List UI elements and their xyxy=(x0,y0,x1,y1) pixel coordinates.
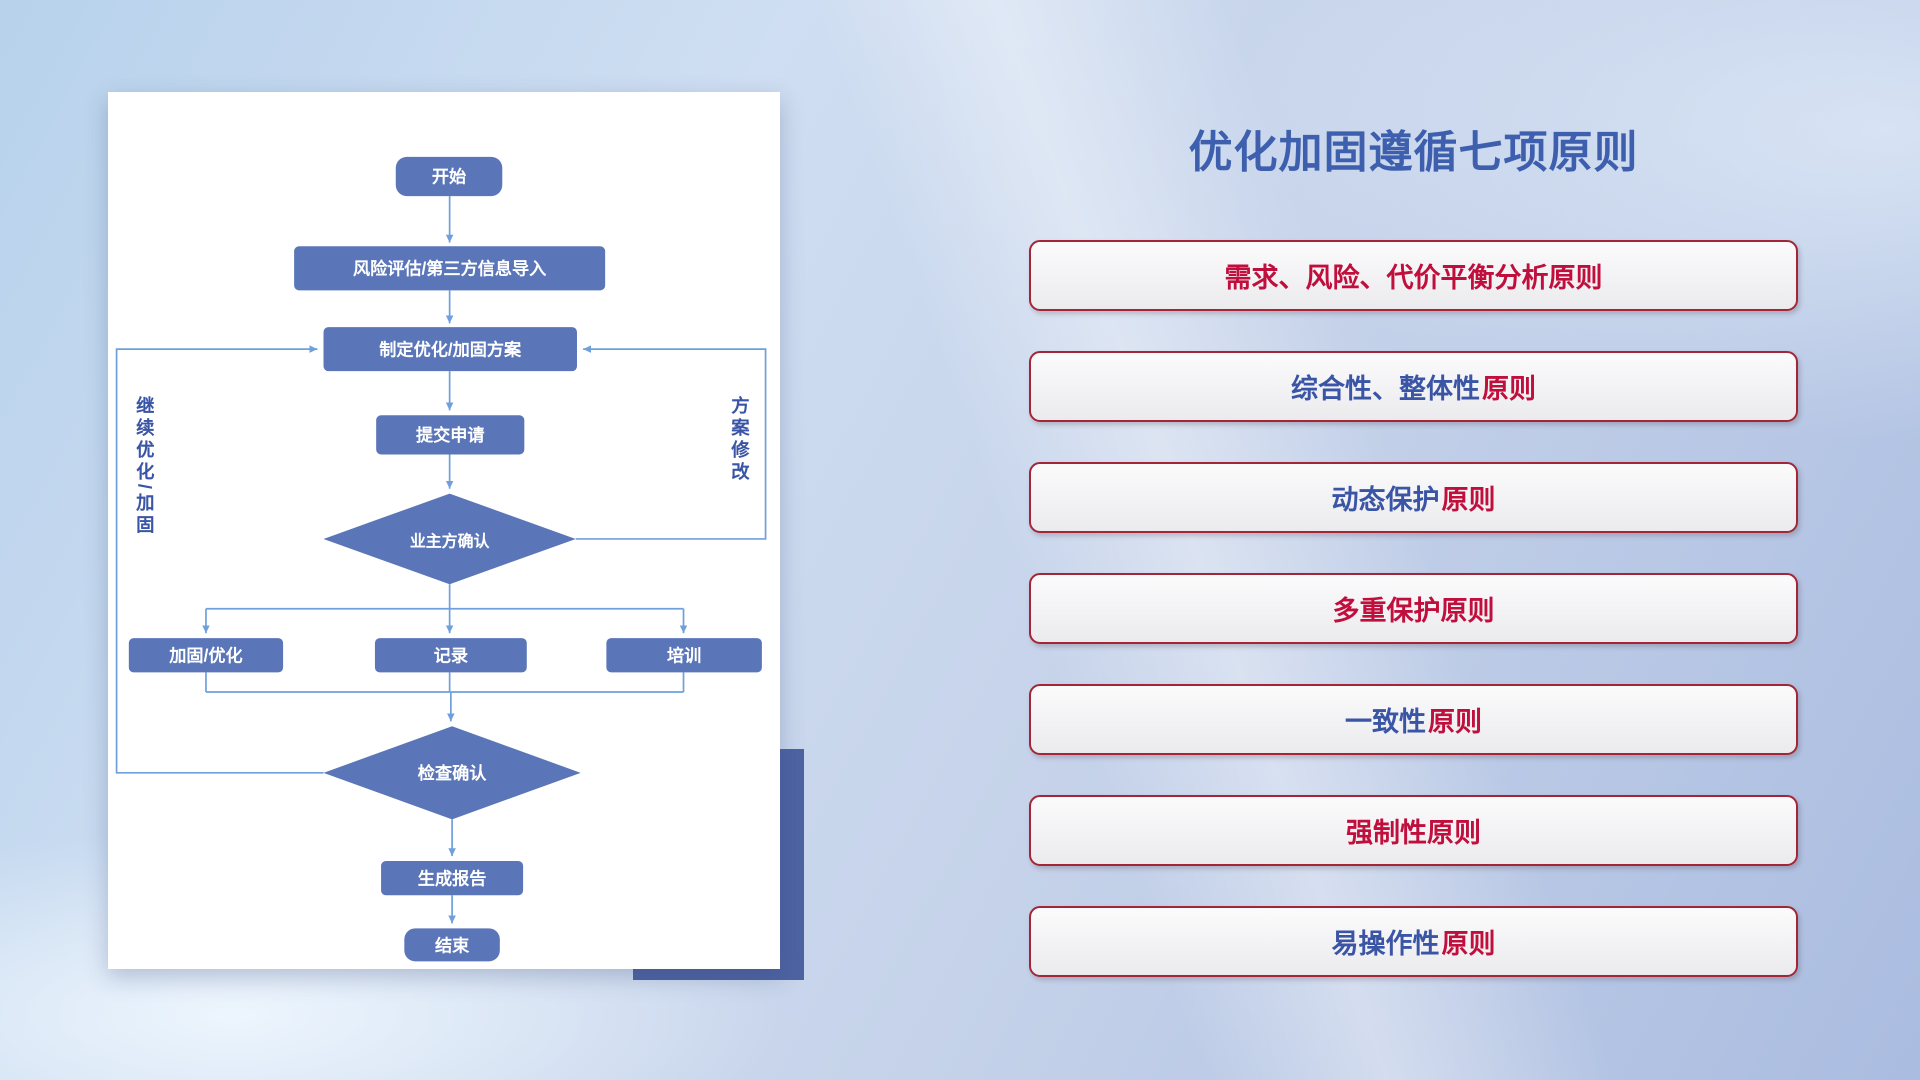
principle-item: 多重保护原则 xyxy=(1029,573,1798,644)
flowchart: 开始 风险评估/第三方信息导入 制定优化/加固方案 提交申请 业主方确认 加固/… xyxy=(108,92,780,969)
principle-text-part: 原则 xyxy=(1428,707,1482,737)
flow-node-record: 记录 xyxy=(374,638,527,673)
page-title: 优化加固遵循七项原则 xyxy=(1188,128,1639,177)
principle-text-part: 原则 xyxy=(1441,485,1496,515)
principle-item: 需求、风险、代价平衡分析原则 xyxy=(1029,240,1798,311)
principle-text-part: 综合性、整体性 xyxy=(1291,374,1480,404)
plan-modify-loop-line xyxy=(575,345,767,540)
decision-diamond-owner-confirm xyxy=(323,493,576,585)
flowchart-card: 开始 风险评估/第三方信息导入 制定优化/加固方案 提交申请 业主方确认 加固/… xyxy=(108,92,780,969)
principle-item: 易操作性原则 xyxy=(1029,906,1798,977)
flow-node-check-confirm-label: 检查确认 xyxy=(417,763,487,783)
branch-split-lines xyxy=(205,584,685,693)
flow-node-report: 生成报告 xyxy=(381,860,524,896)
flow-connectors-svg xyxy=(115,196,767,924)
principle-item: 动态保护原则 xyxy=(1029,462,1798,533)
flow-node-harden: 加固/优化 xyxy=(128,638,284,673)
principle-text-part: 原则 xyxy=(1441,929,1496,959)
principle-item: 一致性原则 xyxy=(1029,684,1798,755)
principle-text-part: 多重保护原则 xyxy=(1332,596,1495,626)
principle-text-part: 一致性 xyxy=(1345,707,1426,737)
continue-optimize-loop-label: 继续优化/加固 xyxy=(133,395,155,537)
principle-item: 强制性原则 xyxy=(1029,795,1798,866)
flow-node-start: 开始 xyxy=(395,156,503,197)
continue-optimize-loop-line xyxy=(115,345,324,774)
flow-node-risk-import: 风险评估/第三方信息导入 xyxy=(294,246,606,291)
principle-text-part: 强制性原则 xyxy=(1346,818,1481,848)
flow-node-training: 培训 xyxy=(606,638,762,673)
flow-node-end: 结束 xyxy=(404,928,500,962)
principle-item: 综合性、整体性原则 xyxy=(1029,351,1798,422)
flow-node-make-plan: 制定优化/加固方案 xyxy=(323,327,577,372)
principles-list: 需求、风险、代价平衡分析原则综合性、整体性原则动态保护原则多重保护原则一致性原则… xyxy=(1029,240,1798,977)
principle-text-part: 动态保护 xyxy=(1331,485,1440,515)
principle-text-part: 易操作性 xyxy=(1331,929,1440,959)
flow-node-submit: 提交申请 xyxy=(376,415,525,455)
flow-node-owner-confirm-label: 业主方确认 xyxy=(409,530,490,550)
principle-text-part: 需求、风险、代价平衡分析原则 xyxy=(1224,263,1603,293)
plan-modify-loop-label: 方案修改 xyxy=(728,395,750,484)
principle-text-part: 原则 xyxy=(1482,374,1536,404)
